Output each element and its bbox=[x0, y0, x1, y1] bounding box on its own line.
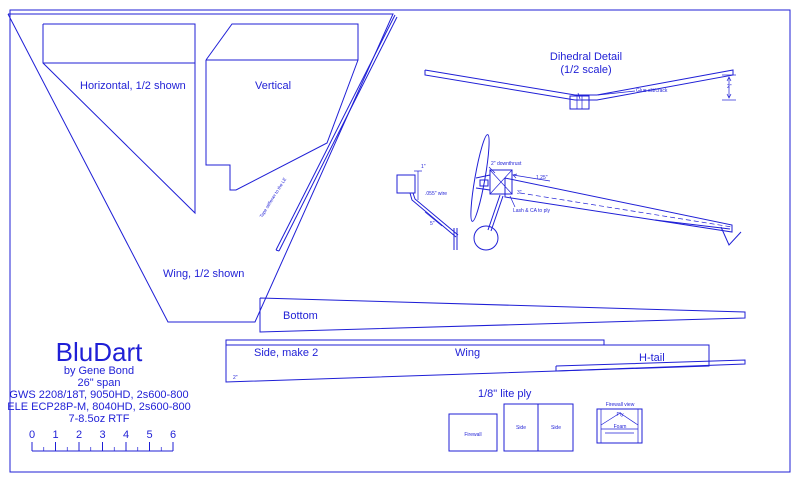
dihedral-drawing bbox=[424, 69, 736, 110]
scale-bar: 0 1 2 3 4 5 6 bbox=[29, 429, 176, 452]
firewall-part bbox=[448, 413, 498, 452]
label-bottom: Bottom bbox=[283, 310, 318, 322]
label-glue-slit: Glue slit/crack bbox=[636, 88, 668, 94]
htail-strip bbox=[555, 359, 746, 372]
title-config2: ELE ECP28P-M, 8040HD, 2s600-800 bbox=[7, 401, 190, 413]
label-lash: Lash & CA to ply bbox=[513, 208, 550, 214]
border-frame bbox=[9, 9, 791, 473]
scale-label: 2 bbox=[76, 429, 82, 441]
label-tape: Tape stiffener to the LE bbox=[259, 177, 288, 219]
label-2in-small: 2" bbox=[233, 375, 238, 381]
title-author: by Gene Bond bbox=[64, 365, 134, 377]
vertical-tail-panel bbox=[205, 23, 359, 191]
scale-label: 5 bbox=[146, 429, 152, 441]
label-dihedral-2in: 2" bbox=[727, 84, 732, 90]
label-wing-half: Wing, 1/2 shown bbox=[163, 268, 244, 280]
scale-label: 6 bbox=[170, 429, 176, 441]
title-name: BluDart bbox=[56, 337, 143, 367]
label-3-8: 3" bbox=[517, 190, 522, 196]
title-span: 26" span bbox=[77, 377, 120, 389]
label-side-b: Side bbox=[551, 425, 561, 431]
bottom-piece bbox=[259, 297, 746, 333]
side-parts bbox=[503, 403, 574, 452]
scale-label: 3 bbox=[99, 429, 105, 441]
label-firewall: Firewall bbox=[464, 432, 481, 438]
label-htail: H-tail bbox=[639, 352, 665, 364]
label-wire: .055" wire bbox=[425, 191, 447, 197]
label-ply-small: Ply bbox=[617, 412, 624, 418]
firewall-view bbox=[596, 408, 643, 444]
label-horizontal: Horizontal, 1/2 shown bbox=[80, 80, 186, 92]
title-config1: GWS 2208/18T, 9050HD, 2s600-800 bbox=[9, 389, 188, 401]
label-downthrust: 2" downthrust bbox=[491, 161, 522, 167]
horizontal-tail-panel bbox=[42, 23, 196, 215]
le-stiffener bbox=[275, 14, 398, 252]
scale-label: 1 bbox=[52, 429, 58, 441]
label-5in: 5" bbox=[430, 221, 435, 227]
label-wing: Wing bbox=[455, 347, 480, 359]
label-ply: 1/8" lite ply bbox=[478, 388, 532, 400]
label-1in: 1" bbox=[421, 164, 426, 170]
dihedral-title: Dihedral Detail bbox=[550, 51, 622, 63]
label-firewall-view: Firewall view bbox=[606, 402, 635, 408]
title-weight: 7-8.5oz RTF bbox=[69, 413, 130, 425]
label-foam: Foam bbox=[614, 424, 627, 430]
wing-half-outline bbox=[7, 13, 394, 323]
side-piece bbox=[225, 339, 710, 383]
label-side: Side, make 2 bbox=[254, 347, 318, 359]
scale-label: 0 bbox=[29, 429, 35, 441]
fuselage-side-view bbox=[396, 134, 742, 251]
label-side-a: Side bbox=[516, 425, 526, 431]
label-vertical: Vertical bbox=[255, 80, 291, 92]
label-1-25: 1.25" bbox=[536, 175, 548, 181]
scale-label: 4 bbox=[123, 429, 129, 441]
dihedral-scale: (1/2 scale) bbox=[560, 64, 611, 76]
